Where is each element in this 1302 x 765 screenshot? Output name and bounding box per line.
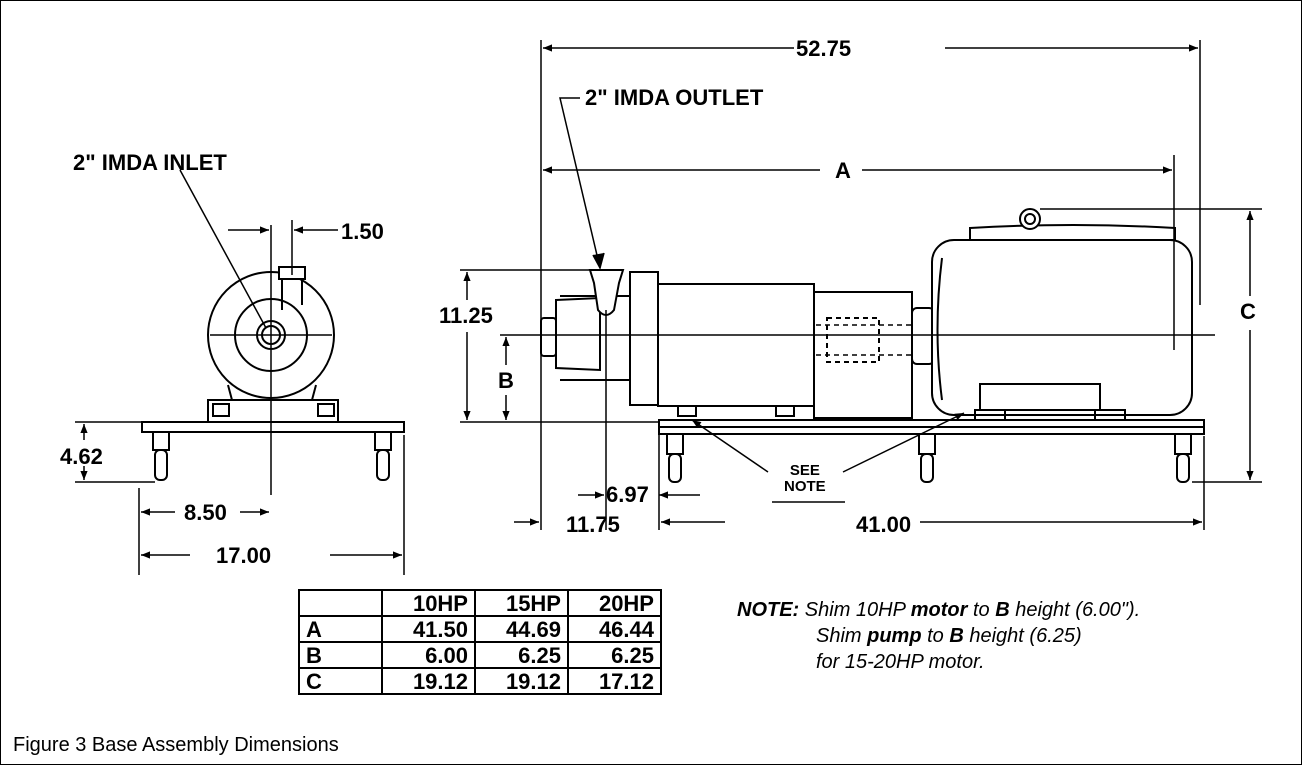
table-cell: 46.44	[567, 615, 662, 643]
note-line-2: Shim pump to B height (6.25)	[737, 623, 1140, 649]
table-header-cell: 20HP	[567, 589, 662, 617]
note-line-3: for 15-20HP motor.	[816, 651, 985, 673]
front-offset-label: 11.75	[566, 512, 620, 537]
inlet-label: 2" IMDA INLET	[73, 150, 227, 175]
row-label: B	[298, 641, 383, 669]
shim-note: NOTE: Shim 10HP motor to B height (6.00"…	[737, 597, 1140, 675]
note-emphasis: B	[995, 599, 1010, 621]
table-cell: 6.25	[474, 641, 569, 669]
note-text: Shim	[816, 625, 868, 647]
side-view	[540, 208, 1205, 483]
note-emphasis: motor	[910, 599, 968, 621]
note-ref-text: NOTE	[784, 477, 826, 495]
table-header-cell: 15HP	[474, 589, 569, 617]
end-view-dimensions	[75, 169, 405, 575]
table-row: C 19.12 19.12 17.12	[298, 667, 662, 695]
table-header-cell: 10HP	[381, 589, 476, 617]
base-length-label: 41.00	[854, 512, 914, 537]
dim-b-label: B	[498, 368, 514, 393]
row-label: A	[298, 615, 383, 643]
half-width-label: 8.50	[184, 500, 227, 525]
base-height-label: 4.62	[60, 444, 103, 469]
note-text: height (6.00").	[1009, 599, 1141, 621]
outlet-offset-label: 6.97	[606, 482, 649, 507]
table-row: A 41.50 44.69 46.44	[298, 615, 662, 643]
note-text: to	[921, 625, 950, 647]
table-cell: 41.50	[381, 615, 476, 643]
see-text: SEE	[789, 462, 820, 479]
overall-length-label: 52.75	[794, 36, 854, 61]
table-header-cell	[298, 589, 383, 617]
dim-c-label: C	[1240, 299, 1256, 324]
table-cell: 19.12	[381, 667, 476, 695]
table-cell: 44.69	[474, 615, 569, 643]
note-text: Shim 10HP	[804, 599, 911, 621]
note-emphasis: pump	[867, 625, 922, 647]
note-line-1: NOTE: Shim 10HP motor to B height (6.00"…	[737, 597, 1140, 623]
flange-offset-label: 1.50	[341, 219, 384, 244]
table-row: B 6.00 6.25 6.25	[298, 641, 662, 669]
table-header-row: 10HP 15HP 20HP	[298, 589, 662, 617]
base-width-label: 17.00	[216, 543, 272, 568]
note-key: NOTE:	[737, 599, 800, 621]
table-cell: 17.12	[567, 667, 662, 695]
side-view-dimensions	[460, 40, 1262, 530]
dim-a-label: A	[833, 158, 853, 183]
note-text: height (6.25)	[963, 625, 1082, 647]
table-cell: 19.12	[474, 667, 569, 695]
dimension-table: 10HP 15HP 20HP A 41.50 44.69 46.44 B 6.0…	[298, 589, 662, 695]
pump-height-label: 11.25	[439, 303, 493, 328]
note-emphasis: B	[949, 625, 964, 647]
note-text: to	[967, 599, 996, 621]
table-cell: 6.00	[381, 641, 476, 669]
figure-caption: Figure 3 Base Assembly Dimensions	[13, 734, 339, 756]
row-label: C	[298, 667, 383, 695]
outlet-label: 2" IMDA OUTLET	[585, 85, 764, 110]
end-view	[141, 266, 405, 481]
table-cell: 6.25	[567, 641, 662, 669]
see-note-callout: SEE NOTE	[784, 463, 826, 495]
